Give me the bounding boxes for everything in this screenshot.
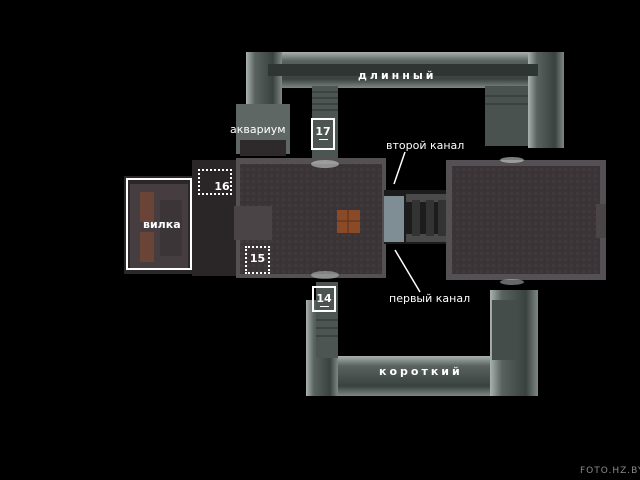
marker-16: 16	[198, 169, 232, 195]
marker-17-label: 17	[315, 125, 331, 138]
short-corridor	[306, 282, 538, 396]
right-room	[446, 157, 606, 285]
fork-highlight-box	[126, 178, 192, 270]
watermark: FOTO.HZ.BY	[580, 466, 640, 476]
marker-15-label: 15	[249, 252, 266, 265]
main-room	[234, 158, 386, 279]
marker-14-label: 14	[316, 292, 332, 305]
marker-14: 14	[312, 286, 336, 312]
marker-16-label: 16	[214, 180, 230, 193]
label-fork: вилка	[143, 218, 181, 231]
label-long: длинный	[358, 69, 437, 82]
marker-17: 17	[311, 118, 335, 150]
long-corridor	[246, 52, 564, 160]
marker-15: 15	[245, 246, 270, 274]
marker-17-underline	[318, 139, 328, 140]
second-channel-pointer	[393, 151, 406, 185]
label-aquarium: аквариум	[230, 123, 286, 136]
aquarium-room	[236, 104, 290, 156]
channel-connector	[384, 190, 450, 244]
marker-14-underline	[319, 306, 329, 307]
label-first-channel: первый канал	[389, 292, 471, 305]
first-channel-pointer	[394, 249, 421, 293]
label-short: короткий	[379, 365, 463, 378]
label-second-channel: второй канал	[386, 139, 465, 152]
fork-room	[124, 160, 240, 276]
